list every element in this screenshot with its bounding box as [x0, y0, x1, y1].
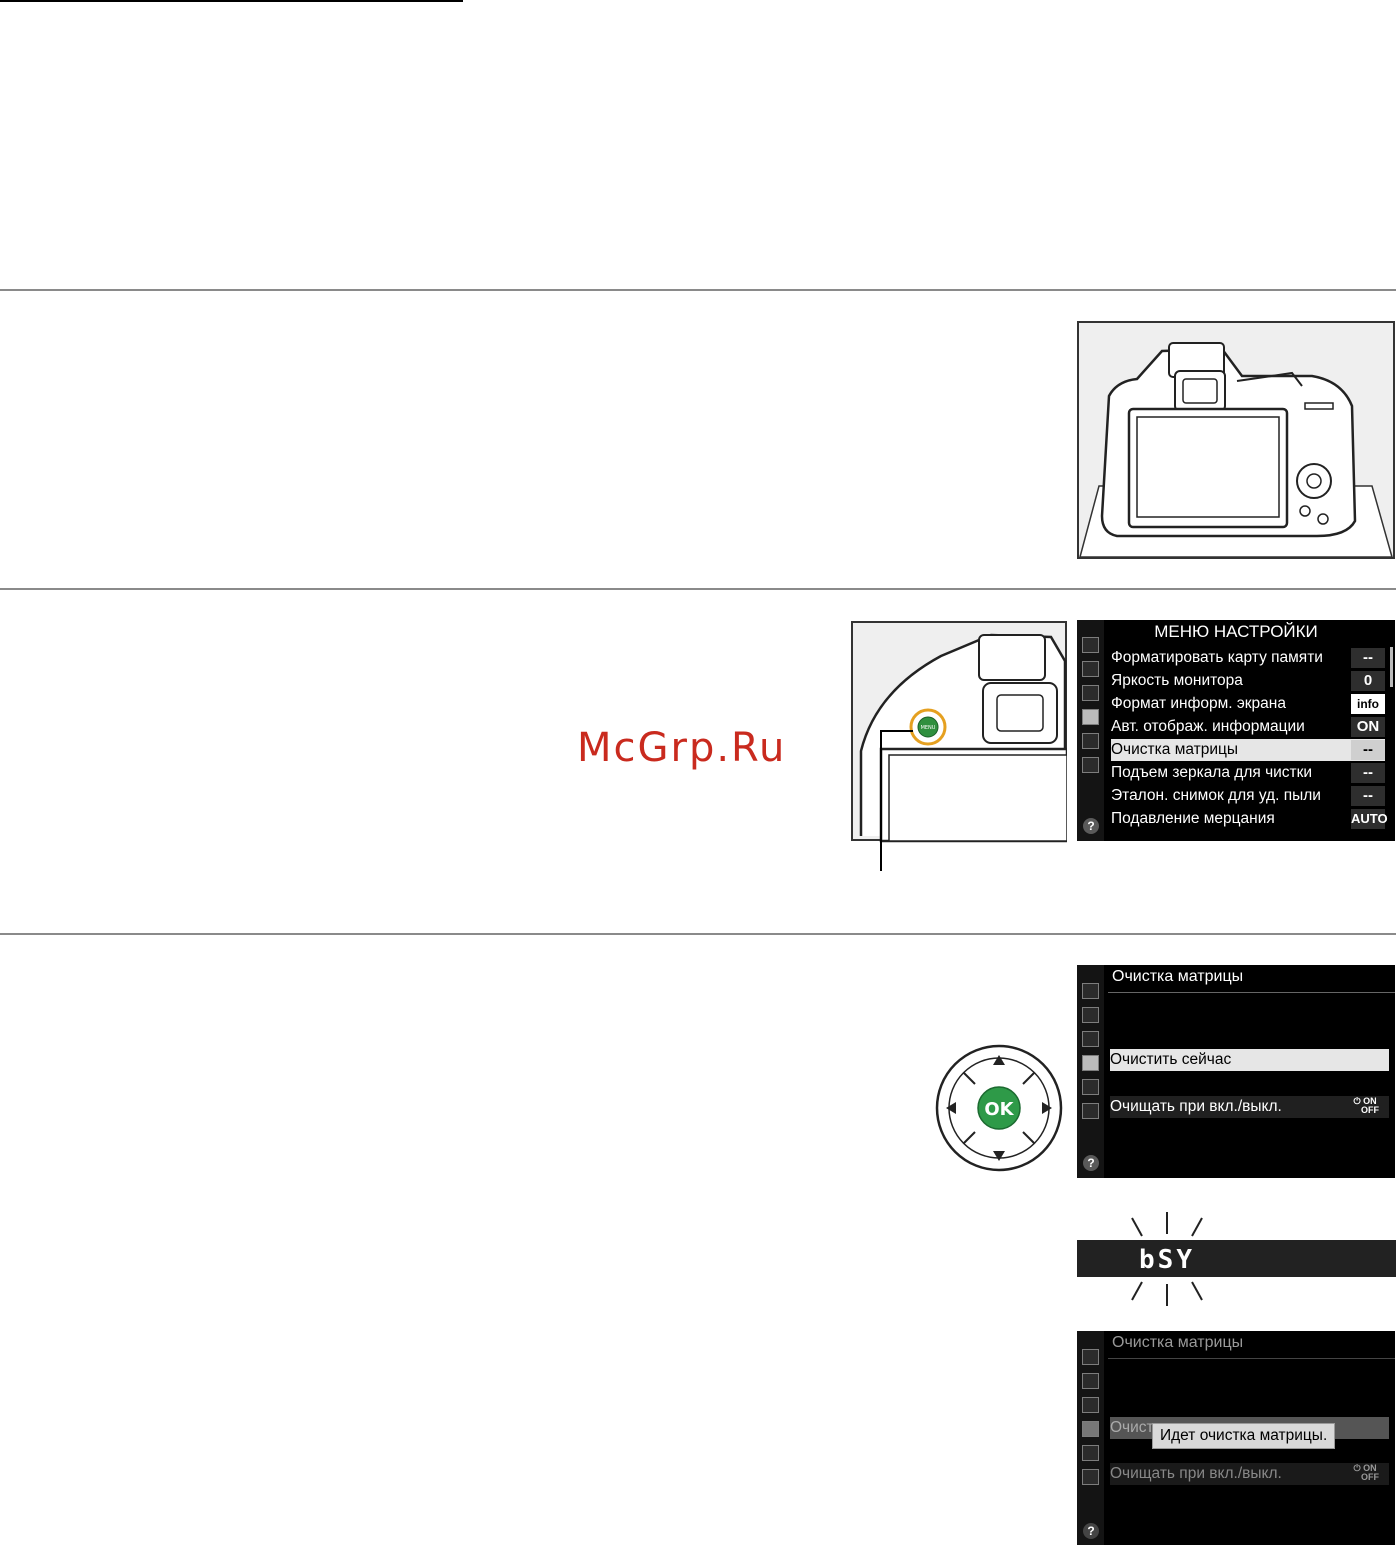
menu-sidebar: ?	[1077, 965, 1104, 1178]
menu-button-illustration: MENU	[851, 621, 1069, 871]
top-rule	[0, 0, 463, 2]
menu-sidebar: ?	[1077, 1331, 1104, 1545]
clean-on-off-option[interactable]: Очищать при вкл./выкл. ⏻ ON OFF	[1110, 1096, 1389, 1118]
camera-back-illustration	[1077, 321, 1395, 559]
playback-icon[interactable]	[1082, 983, 1099, 999]
retouch-icon[interactable]	[1082, 733, 1099, 749]
menu-item[interactable]: Эталон. снимок для уд. пыли--	[1111, 785, 1385, 807]
setup-menu-screen: ? МЕНЮ НАСТРОЙКИ Форматировать карту пам…	[1077, 620, 1395, 841]
pencil-icon[interactable]	[1082, 1031, 1099, 1047]
recent-settings-icon[interactable]	[1082, 1103, 1099, 1119]
pencil-icon[interactable]	[1082, 685, 1099, 701]
title-divider	[1108, 1358, 1395, 1359]
menu-item-selected[interactable]: Очистка матрицы--	[1111, 739, 1385, 761]
menu-item[interactable]: Форматировать карту памяти--	[1111, 647, 1385, 669]
cleaning-progress-screen: ? Очистка матрицы Очист Очищать при вкл.…	[1077, 1331, 1395, 1545]
clean-sensor-screen: ? Очистка матрицы Очистить сейчас Очищат…	[1077, 965, 1395, 1178]
busy-text: bSY	[1139, 1245, 1195, 1275]
playback-icon[interactable]	[1082, 637, 1099, 653]
scrollbar[interactable]	[1390, 647, 1393, 687]
wrench-icon	[1082, 1421, 1099, 1437]
help-icon: ?	[1083, 1523, 1099, 1539]
busy-display: bSY	[1077, 1208, 1396, 1308]
wrench-icon[interactable]	[1082, 1055, 1099, 1071]
retouch-icon[interactable]	[1082, 1079, 1099, 1095]
screen-title: Очистка матрицы	[1112, 1334, 1244, 1351]
section-divider-1	[0, 289, 1396, 291]
menu-sidebar: ?	[1077, 620, 1104, 841]
pencil-icon	[1082, 1397, 1099, 1413]
screen-title: Очистка матрицы	[1112, 968, 1244, 985]
camera-icon[interactable]	[1082, 661, 1099, 677]
cleaning-message: Идет очистка матрицы.	[1152, 1423, 1336, 1449]
title-divider	[1108, 992, 1395, 993]
watermark: McGrp.Ru	[577, 725, 787, 771]
clean-on-off-option: Очищать при вкл./выкл. ⏻ ON OFF	[1110, 1463, 1389, 1485]
section-divider-2	[0, 588, 1396, 590]
on-off-badge: ⏻ ON OFF	[1353, 1096, 1379, 1115]
help-icon[interactable]: ?	[1083, 1155, 1099, 1171]
recent-settings-icon[interactable]	[1082, 757, 1099, 773]
playback-icon	[1082, 1349, 1099, 1365]
retouch-icon	[1082, 1445, 1099, 1461]
wrench-icon[interactable]	[1082, 709, 1099, 725]
camera-icon	[1082, 1373, 1099, 1389]
menu-item[interactable]: Подъем зеркала для чистки--	[1111, 762, 1385, 784]
multi-selector-illustration: OK	[934, 1043, 1064, 1173]
on-off-badge: ⏻ ON OFF	[1353, 1463, 1379, 1482]
clean-now-option[interactable]: Очистить сейчас	[1110, 1049, 1389, 1071]
camera-icon[interactable]	[1082, 1007, 1099, 1023]
ok-button-label: OK	[984, 1099, 1014, 1120]
menu-title: МЕНЮ НАСТРОЙКИ	[1154, 622, 1318, 641]
help-icon[interactable]: ?	[1083, 818, 1099, 834]
section-divider-3	[0, 933, 1396, 935]
recent-settings-icon	[1082, 1469, 1099, 1485]
menu-button-text: MENU	[921, 725, 936, 731]
